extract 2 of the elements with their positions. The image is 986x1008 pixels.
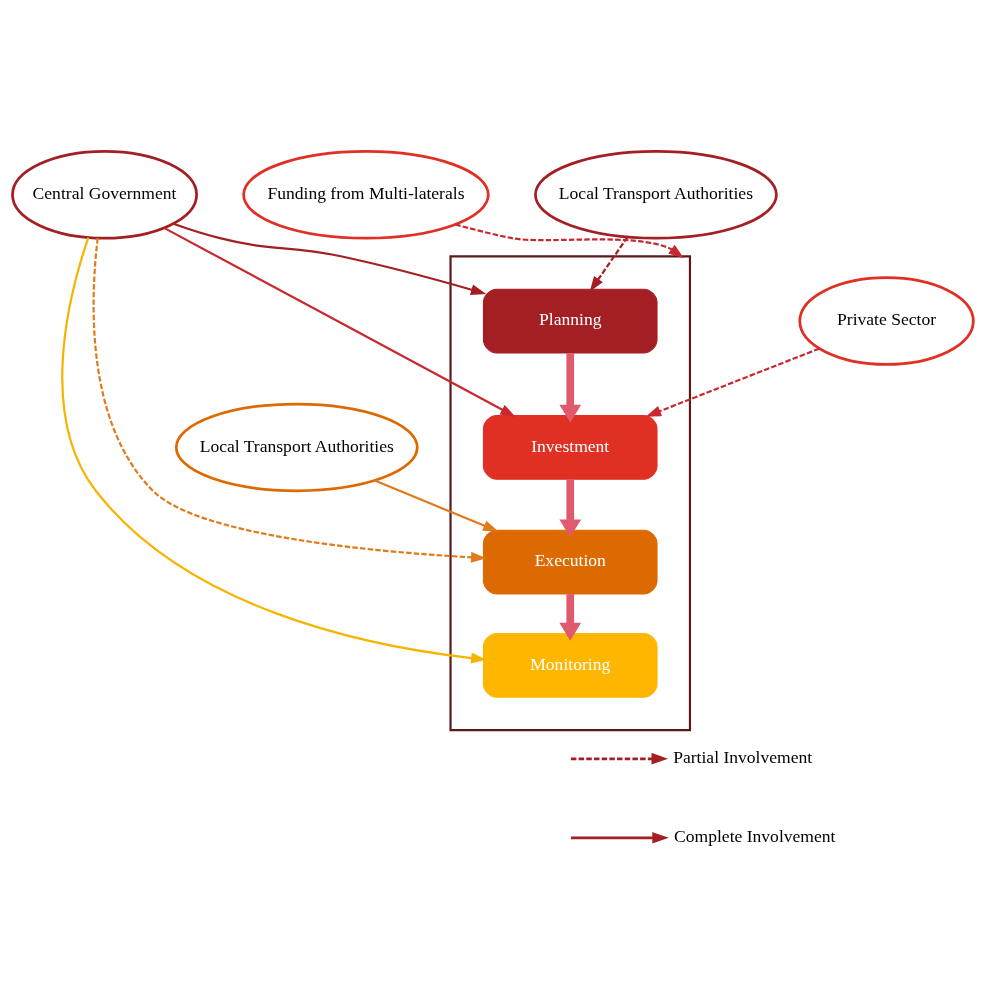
legend-label: Complete Involvement [674, 825, 836, 846]
legend-label: Partial Involvement [673, 746, 813, 767]
